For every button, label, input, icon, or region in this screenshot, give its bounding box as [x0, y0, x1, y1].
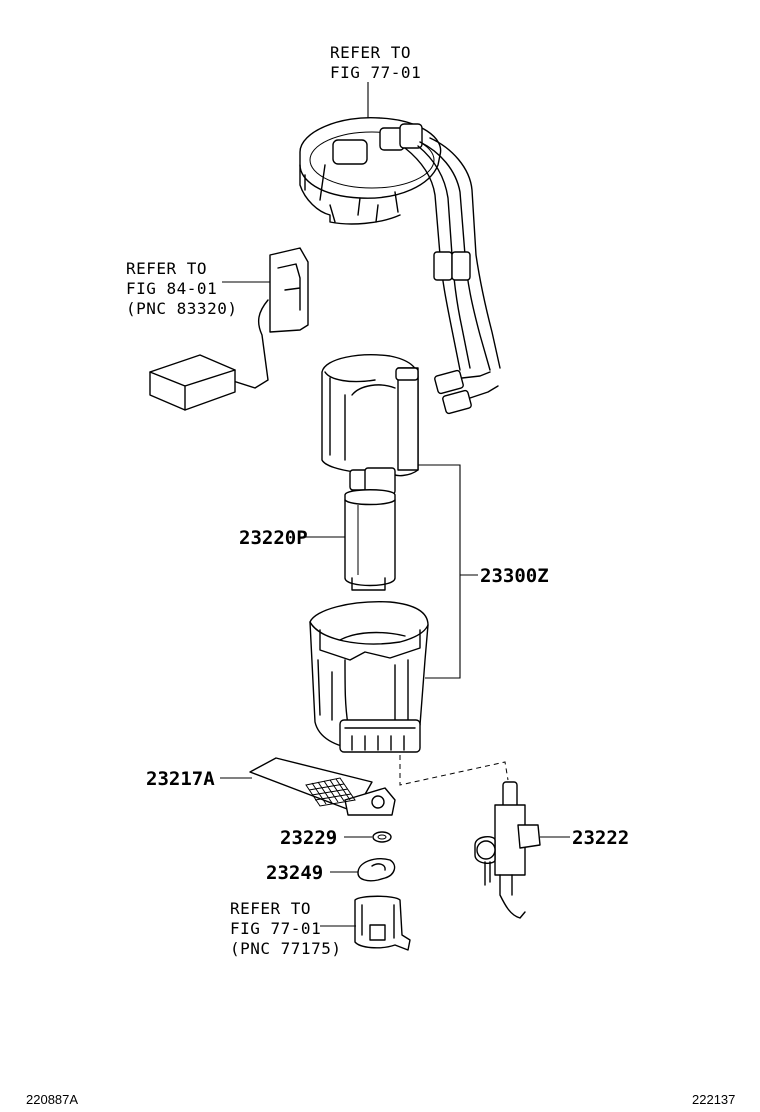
footer-right-code: 222137 [692, 1092, 735, 1107]
fuel-sender-gauge [149, 247, 309, 411]
ref-top-line2: FIG 77-01 [330, 63, 421, 82]
strainer-mesh [305, 777, 356, 807]
ref-bottom-line2: FIG 77-01 [230, 919, 321, 938]
fuel-pump [344, 467, 396, 591]
ref-top-line1: REFER TO [330, 43, 411, 62]
fuel-strainer [249, 757, 396, 816]
washer [372, 831, 392, 843]
part-23249-label: 23249 [266, 862, 323, 884]
ref-sender-line3: (PNC 83320) [126, 299, 237, 318]
assembly-bracket [418, 464, 461, 679]
dashed-connection-line [399, 755, 509, 786]
bottom-bracket [354, 895, 411, 951]
retainer-clip [357, 858, 396, 882]
part-23229-label: 23229 [280, 827, 337, 849]
ref-sender-line2: FIG 84-01 [126, 279, 217, 298]
filter-upper-housing [321, 354, 419, 477]
ref-sender-line1: REFER TO [126, 259, 207, 278]
part-23217a-label: 23217A [146, 768, 215, 790]
part-23220p-label: 23220P [239, 527, 308, 549]
ref-bottom-line1: REFER TO [230, 899, 311, 918]
filter-lower-housing [309, 601, 429, 753]
part-23222-label: 23222 [572, 827, 629, 849]
fuel-hoses [404, 137, 501, 415]
footer-left-code: 220887A [26, 1092, 78, 1107]
ref-bottom-line3: (PNC 77175) [230, 939, 341, 958]
part-23300z-label: 23300Z [480, 565, 549, 587]
pump-flange-cover [299, 116, 442, 225]
pressure-regulator [474, 781, 541, 919]
